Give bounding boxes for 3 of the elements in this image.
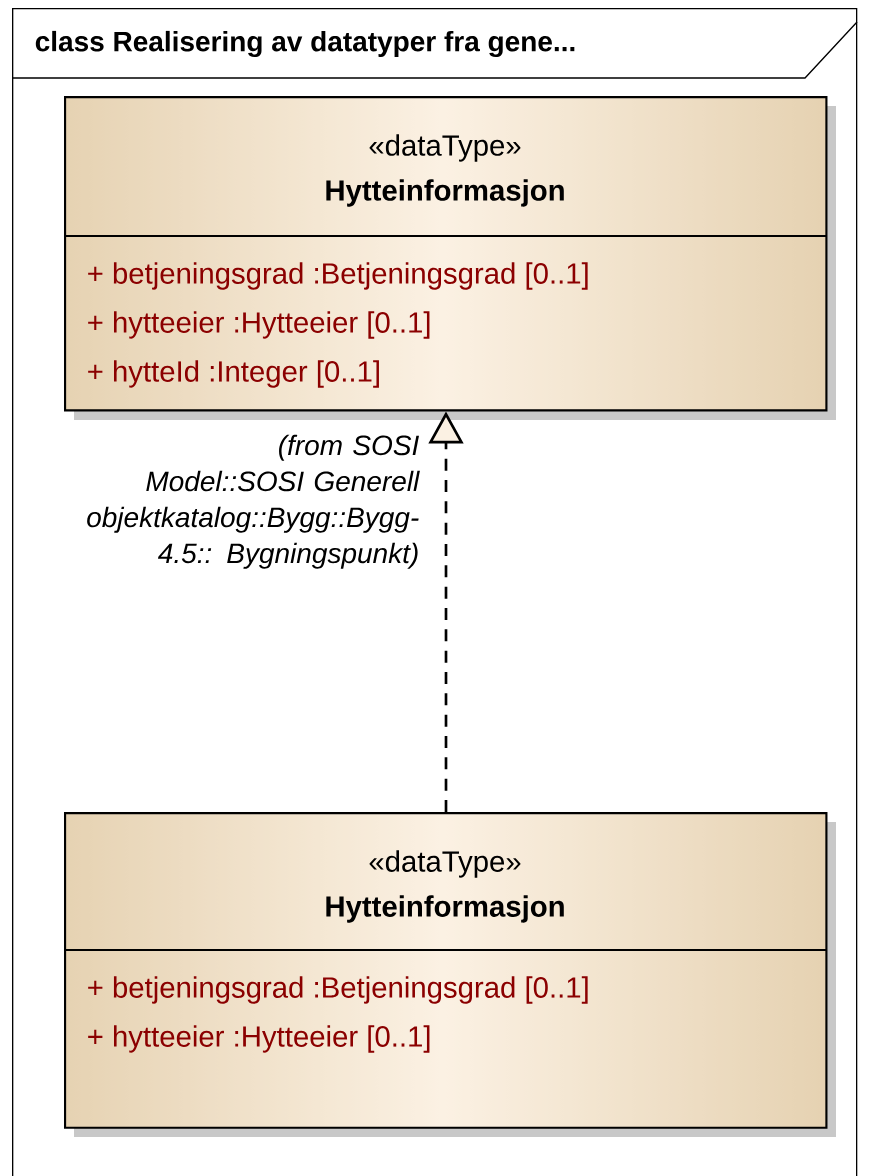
class-box: «dataType» Hytteinformasjon + betjeningsgrad :Betjeningsgrad [0..1] + hytteeier :Hytteeier [0..1] + hytteId :Integer [0..1] — [64, 96, 836, 420]
class-box: «dataType» Hytteinformasjon + betjeningsgrad :Betjeningsgrad [0..1] + hytteeier :Hytteeier [0..1] — [64, 812, 836, 1137]
source-note: (from SOSI Model::SOSI Generell objektkatalog::Bygg::Bygg-4.5:: Bygningspunkt) — [87, 434, 420, 569]
